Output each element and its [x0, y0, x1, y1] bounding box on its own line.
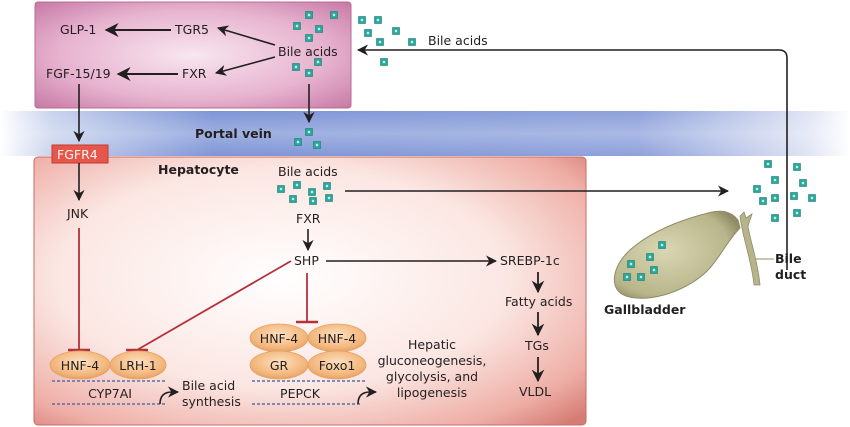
bile-acid-square-highlight — [296, 140, 300, 144]
bile-acid-square-highlight — [317, 27, 321, 31]
bile-acid-square-highlight — [394, 29, 398, 33]
bile-acid-square-highlight — [315, 143, 319, 147]
bile-acid-molecules — [277, 11, 816, 281]
bile-acid-square-highlight — [773, 216, 777, 220]
bile-acid-square-highlight — [360, 18, 364, 22]
hepatocyte-bile-acids-label: Bile acids — [278, 164, 338, 179]
bile-acid-square-highlight — [378, 40, 382, 44]
srebp-label: SREBP-1c — [500, 253, 560, 268]
cyp7a1-gene-label: CYP7AI — [88, 386, 132, 401]
bile-acid-square-highlight — [382, 60, 386, 64]
gr-label: GR — [270, 358, 289, 373]
transcription-arrow-pepck — [357, 386, 378, 405]
foxo1-label: Foxo1 — [319, 358, 356, 373]
pepck-outcome-line2: gluconeogenesis, — [378, 353, 487, 368]
cyp7a1-complex: HNF-4 LRH-1 CYP7AI Bile acid synthesis — [49, 350, 241, 409]
foxo1-protein — [307, 350, 367, 380]
bile-to-tgr5-arrow — [216, 25, 276, 46]
bile-acid-square-highlight — [307, 36, 311, 40]
fgf-label: FGF-15/19 — [46, 66, 111, 81]
bile-acid-square-highlight — [307, 130, 311, 134]
bile-acid-square-highlight — [755, 187, 759, 191]
bile-acid-square-highlight — [801, 181, 805, 185]
bile-acid-square-highlight — [410, 40, 414, 44]
vldl-label: VLDL — [519, 384, 551, 399]
hnf4-label-a: HNF-4 — [260, 331, 298, 346]
bile-acid-square-highlight — [773, 178, 777, 182]
hepatocyte-fxr-label: FXR — [296, 211, 321, 226]
bile-acid-square-highlight — [366, 31, 370, 35]
bile-acid-square-highlight — [291, 197, 295, 201]
bile-acid-square-highlight — [629, 262, 633, 266]
bile-acid-square-highlight — [792, 194, 796, 198]
hepatocyte-region — [33, 156, 587, 426]
lrh1-protein — [109, 350, 167, 380]
bile-acid-square-highlight — [639, 275, 643, 279]
bile-to-fxr-arrow — [214, 56, 276, 76]
bile-acid-square-highlight — [311, 199, 315, 203]
pepck-complex: HNF-4 HNF-4 GR Foxo1 PEPCK Hepatic gluco… — [249, 323, 487, 405]
returning-bile-acids-label: Bile acids — [428, 33, 488, 48]
shp-to-lrh1-inhibition-line — [136, 260, 292, 351]
bile-acid-square-highlight — [279, 187, 283, 191]
hepatocyte-label: Hepatocyte — [158, 162, 239, 177]
fatty-acids-label: Fatty acids — [505, 294, 572, 309]
portal-vein-label: Portal vein — [195, 126, 272, 141]
lrh1-label: LRH-1 — [119, 358, 157, 373]
tgs-label: TGs — [524, 338, 549, 353]
hnf4-label-b: HNF-4 — [318, 331, 356, 346]
bile-acid-square-highlight — [332, 13, 336, 17]
gallbladder-label: Gallbladder — [604, 302, 686, 317]
fgfr4-label: FGFR4 — [57, 147, 98, 162]
bile-acid-square-highlight — [795, 165, 799, 169]
bile-acid-square-highlight — [307, 71, 311, 75]
bile-duct-label-line1: Bile — [775, 251, 802, 266]
bile-acid-square-highlight — [652, 268, 656, 272]
intestine-fxr-label: FXR — [182, 66, 207, 81]
bile-acid-square-highlight — [660, 243, 664, 247]
bile-acid-synthesis-line2: synthesis — [182, 394, 241, 409]
intestine-bile-acids-label: Bile acids — [278, 44, 338, 59]
gallbladder-body — [613, 210, 741, 299]
bile-acid-square-highlight — [773, 196, 777, 200]
bile-acid-square-highlight — [327, 196, 331, 200]
bile-acid-square-highlight — [316, 60, 320, 64]
pepck-outcome-line3: glycolysis, and — [386, 369, 478, 384]
tgr5-label: TGR5 — [174, 22, 209, 37]
bile-acid-square-highlight — [294, 65, 298, 69]
jnk-label: JNK — [66, 206, 89, 221]
bile-acid-square-highlight — [295, 24, 299, 28]
gallbladder — [613, 210, 774, 299]
bile-acid-square-highlight — [307, 13, 311, 17]
pepck-outcome-line4: lipogenesis — [397, 385, 467, 400]
bile-acid-square-highlight — [295, 183, 299, 187]
fgfr4-receptor — [51, 144, 109, 164]
bile-acid-square-highlight — [766, 162, 770, 166]
bile-duct-tube — [739, 211, 761, 286]
bile-acid-square-highlight — [795, 211, 799, 215]
bile-acid-square-highlight — [325, 184, 329, 188]
glp1-label: GLP-1 — [60, 22, 96, 37]
bile-acid-square-highlight — [761, 199, 765, 203]
portal-vein-highlight — [0, 111, 850, 156]
bile-acid-square-highlight — [310, 190, 314, 194]
bile-acid-square-highlight — [810, 196, 814, 200]
pepck-outcome-line1: Hepatic — [408, 337, 456, 352]
bile-acid-square-highlight — [648, 255, 652, 259]
shp-label: SHP — [294, 253, 319, 268]
transcription-arrow — [159, 386, 180, 405]
hnf4-label: HNF-4 — [61, 358, 99, 373]
bile-duct-to-intestine-arrow — [356, 44, 788, 270]
bile-duct-label-line2: duct — [775, 267, 806, 282]
pepck-gene-label: PEPCK — [280, 386, 321, 401]
bile-acid-square-highlight — [376, 18, 380, 22]
bile-acid-square-highlight — [625, 275, 629, 279]
bile-acid-synthesis-line1: Bile acid — [182, 378, 235, 393]
